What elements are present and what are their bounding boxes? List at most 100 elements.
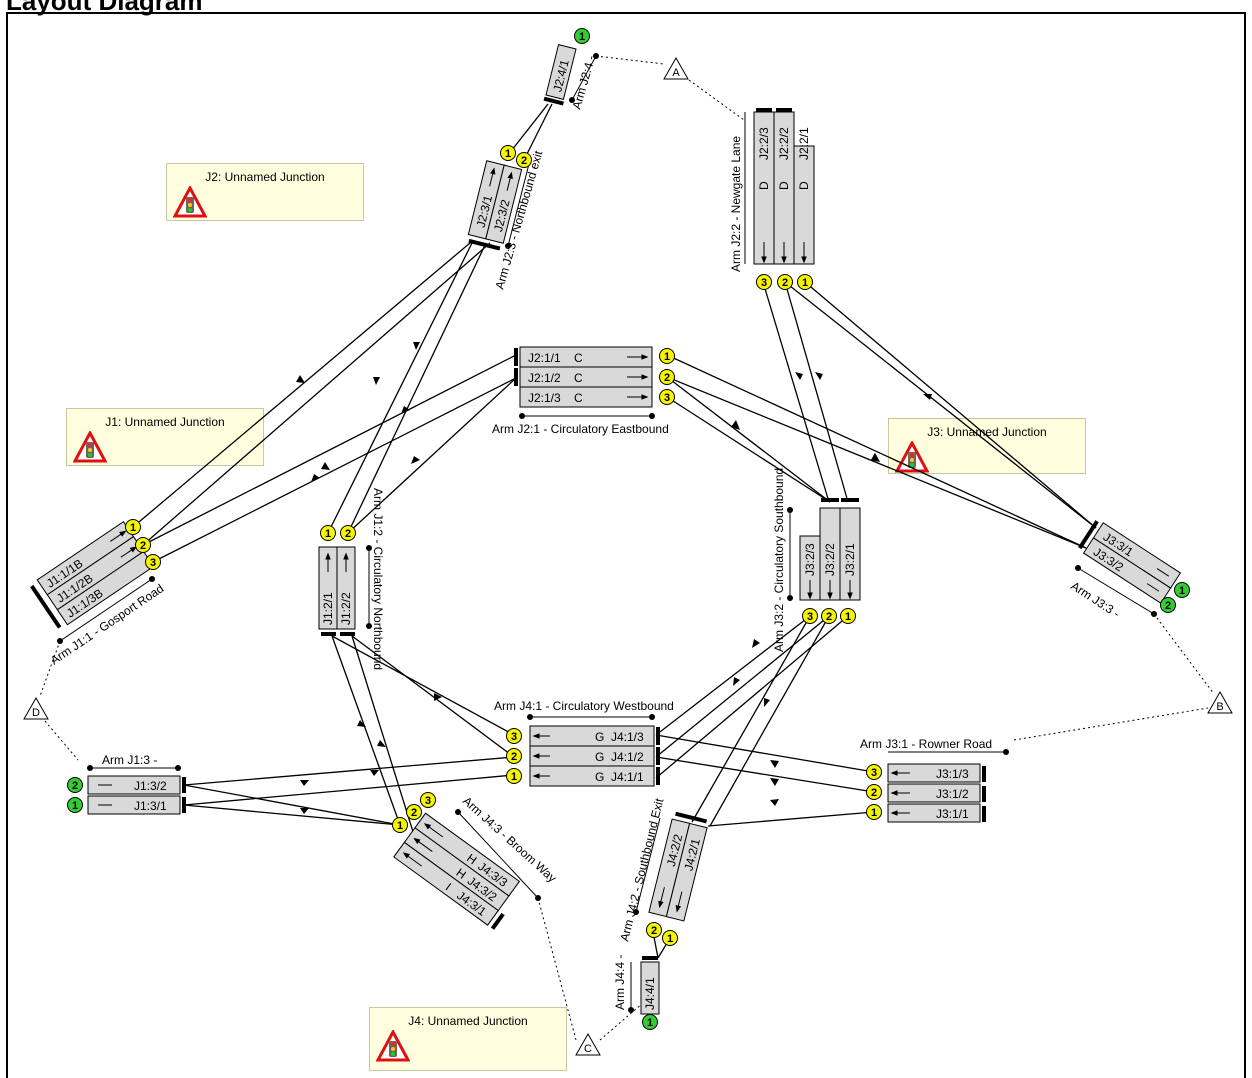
marker-text: 1	[325, 528, 331, 540]
marker-text: 3	[807, 611, 813, 623]
lane-label: J1:3/1	[134, 799, 167, 813]
arm-j3-3-lanes: J3:3/1 J3:3/2	[1077, 520, 1182, 604]
arm-label-j4-1: Arm J4:1 - Circulatory Westbound	[494, 699, 674, 713]
marker-text: 1	[511, 771, 517, 783]
marker-text: 2	[140, 540, 146, 552]
arm-j2-4-lanes: J2:4/1	[543, 43, 577, 106]
marker-text: 1	[667, 933, 673, 945]
arm-j3-1-lanes: J3:1/3 J3:1/2 J3:1/1	[887, 763, 986, 823]
arm-label-j3-2: Arm J3:2 - Circulatory Southbound	[772, 468, 786, 652]
marker-text: 1	[579, 31, 585, 43]
link-text: A	[672, 67, 680, 79]
link-lines	[39, 55, 1215, 1041]
lane-label: J2:2/2	[777, 127, 791, 160]
traffic-signal-warning-icon	[173, 186, 207, 218]
marker-text: 2	[72, 780, 78, 792]
link-text: C	[584, 1043, 592, 1055]
lane-label: J2:1/3	[528, 391, 561, 405]
marker-text: 2	[345, 528, 351, 540]
arm-label-j1-2: Arm J1:2 - Circulatory Northbound	[371, 488, 385, 670]
arm-j1-3-lanes: J1:3/2 J1:3/1	[87, 775, 186, 815]
lane-label: J3:2/3	[803, 543, 817, 576]
arm-label-j2-2: Arm J2:2 - Newgate Lane	[729, 136, 743, 272]
junction-box-j3[interactable]: J3: Unnamed Junction	[888, 418, 1086, 474]
arm-label-j3-3: Arm J3:3 -	[1068, 579, 1122, 621]
arm-j3-2-lanes: J3:2/3 J3:2/2 J3:2/1	[799, 498, 861, 601]
lane-label: J2:1/1	[528, 351, 561, 365]
lane-label: J3:2/1	[843, 543, 857, 576]
marker-text: 2	[511, 751, 517, 763]
lane-label: J3:2/2	[823, 543, 837, 576]
arm-j1-1-lanes: J1:1/1B J1:1/2B J1:1/3B	[30, 521, 155, 629]
link-marker-b: B	[1207, 690, 1233, 714]
phase-letter: C	[574, 351, 583, 365]
phase-letter: D	[777, 181, 791, 190]
arm-label-j3-1: Arm J3:1 - Rowner Road	[860, 737, 992, 751]
marker-text: 1	[505, 148, 511, 160]
phase-letter: G	[595, 730, 604, 744]
marker-text: 3	[425, 795, 431, 807]
junction-box-j2[interactable]: J2: Unnamed Junction	[166, 163, 364, 221]
arm-j2-3-lanes: J2:3/1 J2:3/2	[467, 160, 523, 251]
marker-text: 1	[1179, 585, 1185, 597]
junction-label: J2: Unnamed Junction	[205, 170, 325, 184]
marker-text: 3	[511, 731, 517, 743]
arm-label-j4-4: Arm J4:4 -	[613, 955, 627, 1010]
flow-lines	[132, 103, 1097, 959]
lane-label: J4:1/3	[611, 730, 644, 744]
junction-label: J3: Unnamed Junction	[927, 425, 1047, 439]
link-text: D	[32, 707, 40, 719]
link-text: B	[1216, 701, 1223, 713]
marker-text: 1	[130, 522, 136, 534]
junction-label: J1: Unnamed Junction	[105, 415, 225, 429]
phase-letter: I	[443, 880, 454, 893]
traffic-signal-warning-icon	[376, 1030, 410, 1062]
marker-text: 2	[782, 277, 788, 289]
lane-label: J3:1/2	[936, 787, 969, 801]
arm-j4-1-lanes: G G G J4:1/3 J4:1/2 J4:1/1	[529, 725, 660, 787]
phase-letter: D	[757, 181, 771, 190]
lane-label: J1:2/2	[339, 592, 353, 625]
marker-text: 1	[647, 1017, 653, 1029]
marker-text: 2	[1165, 600, 1171, 612]
traffic-signal-warning-icon	[73, 431, 107, 463]
arm-label-j2-1: Arm J2:1 - Circulatory Eastbound	[492, 422, 669, 436]
arm-j2-1-lanes: J2:1/1 J2:1/2 J2:1/3 C C C	[514, 346, 653, 408]
lane-label: J4:1/2	[611, 750, 644, 764]
arm-labels: Arm J1:1 - Gosport Road Arm J1:2 - Circu…	[48, 53, 1157, 1013]
phase-letter: G	[595, 770, 604, 784]
flow-arrowheads	[296, 342, 932, 814]
marker-text: 1	[845, 611, 851, 623]
link-markers: A B C D	[23, 56, 1233, 1056]
marker-text: 2	[871, 787, 877, 799]
junction-box-j4[interactable]: J4: Unnamed Junction	[369, 1007, 567, 1071]
lane-label: J1:2/1	[321, 592, 335, 625]
junction-box-j1[interactable]: J1: Unnamed Junction	[66, 408, 264, 466]
marker-text: 2	[826, 611, 832, 623]
lane-label: J2:2/1	[797, 127, 811, 160]
diagram-frame	[6, 12, 1246, 1078]
phase-letter: C	[574, 391, 583, 405]
phase-letter: C	[574, 371, 583, 385]
marker-text: 3	[150, 557, 156, 569]
lane-label: J4:4/1	[643, 977, 657, 1010]
phase-letter: D	[797, 181, 811, 190]
marker-text: 2	[521, 155, 527, 167]
marker-text: 2	[651, 925, 657, 937]
lane-label: J2:1/2	[528, 371, 561, 385]
lane-label: J1:3/2	[134, 779, 167, 793]
marker-text: 3	[761, 277, 767, 289]
phase-letter: G	[595, 750, 604, 764]
marker-text: 2	[664, 372, 670, 384]
arm-label-j1-3: Arm J1:3 -	[102, 753, 157, 767]
marker-text: 3	[871, 767, 877, 779]
junction-label: J4: Unnamed Junction	[408, 1014, 528, 1028]
marker-text: 1	[397, 820, 403, 832]
lane-label: J3:1/3	[936, 767, 969, 781]
arm-j2-2-lanes: J2:2/3 J2:2/2 J2:2/1 D D D	[753, 108, 815, 265]
marker-text: 1	[72, 800, 78, 812]
arm-j4-4-lanes: J4:4/1	[640, 956, 660, 1015]
lane-label: J4:1/1	[611, 770, 644, 784]
marker-text: 2	[411, 807, 417, 819]
